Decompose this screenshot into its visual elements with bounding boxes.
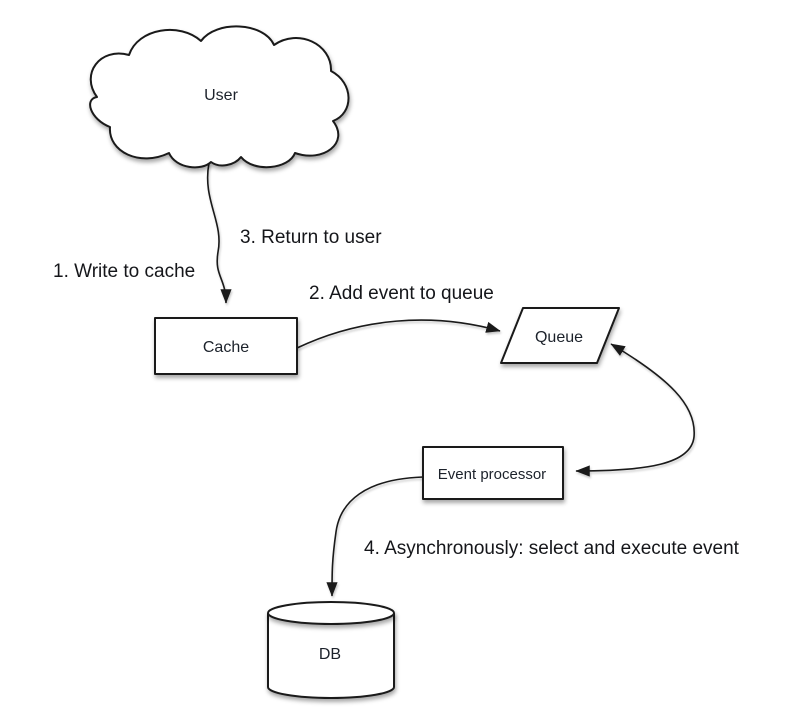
queue-parallelogram bbox=[500, 307, 620, 364]
queue-label: Queue bbox=[535, 329, 583, 346]
arrow-event-processor-to-db bbox=[326, 476, 424, 597]
arrow-queue-event-processor bbox=[575, 343, 695, 477]
arrow-user-to-cache bbox=[206, 162, 232, 304]
cache-label: Cache bbox=[203, 339, 249, 356]
db-cylinder-body bbox=[267, 613, 395, 699]
node-label-group: User Cache Queue Event processor DB bbox=[203, 87, 583, 663]
step2-add-event-to-queue-label: 2. Add event to queue bbox=[309, 283, 494, 304]
arrow-cache-to-queue bbox=[296, 319, 501, 349]
step3-return-to-user-label: 3. Return to user bbox=[240, 227, 382, 248]
event-processor-label: Event processor bbox=[438, 466, 546, 483]
connector-group bbox=[206, 162, 695, 597]
step4-asynchronously-label: 4. Asynchronously: select and execute ev… bbox=[364, 538, 740, 559]
step1-write-to-cache-label: 1. Write to cache bbox=[53, 261, 195, 282]
db-cylinder-top bbox=[267, 601, 395, 625]
db-label: DB bbox=[319, 646, 341, 663]
step-label-group: 1. Write to cache 2. Add event to queue … bbox=[53, 227, 740, 559]
user-label: User bbox=[204, 87, 238, 104]
event-processor-box bbox=[422, 446, 564, 500]
db-cylinder bbox=[267, 601, 395, 699]
cache-box bbox=[154, 317, 298, 375]
node-group bbox=[89, 25, 620, 699]
user-cloud bbox=[89, 25, 350, 169]
